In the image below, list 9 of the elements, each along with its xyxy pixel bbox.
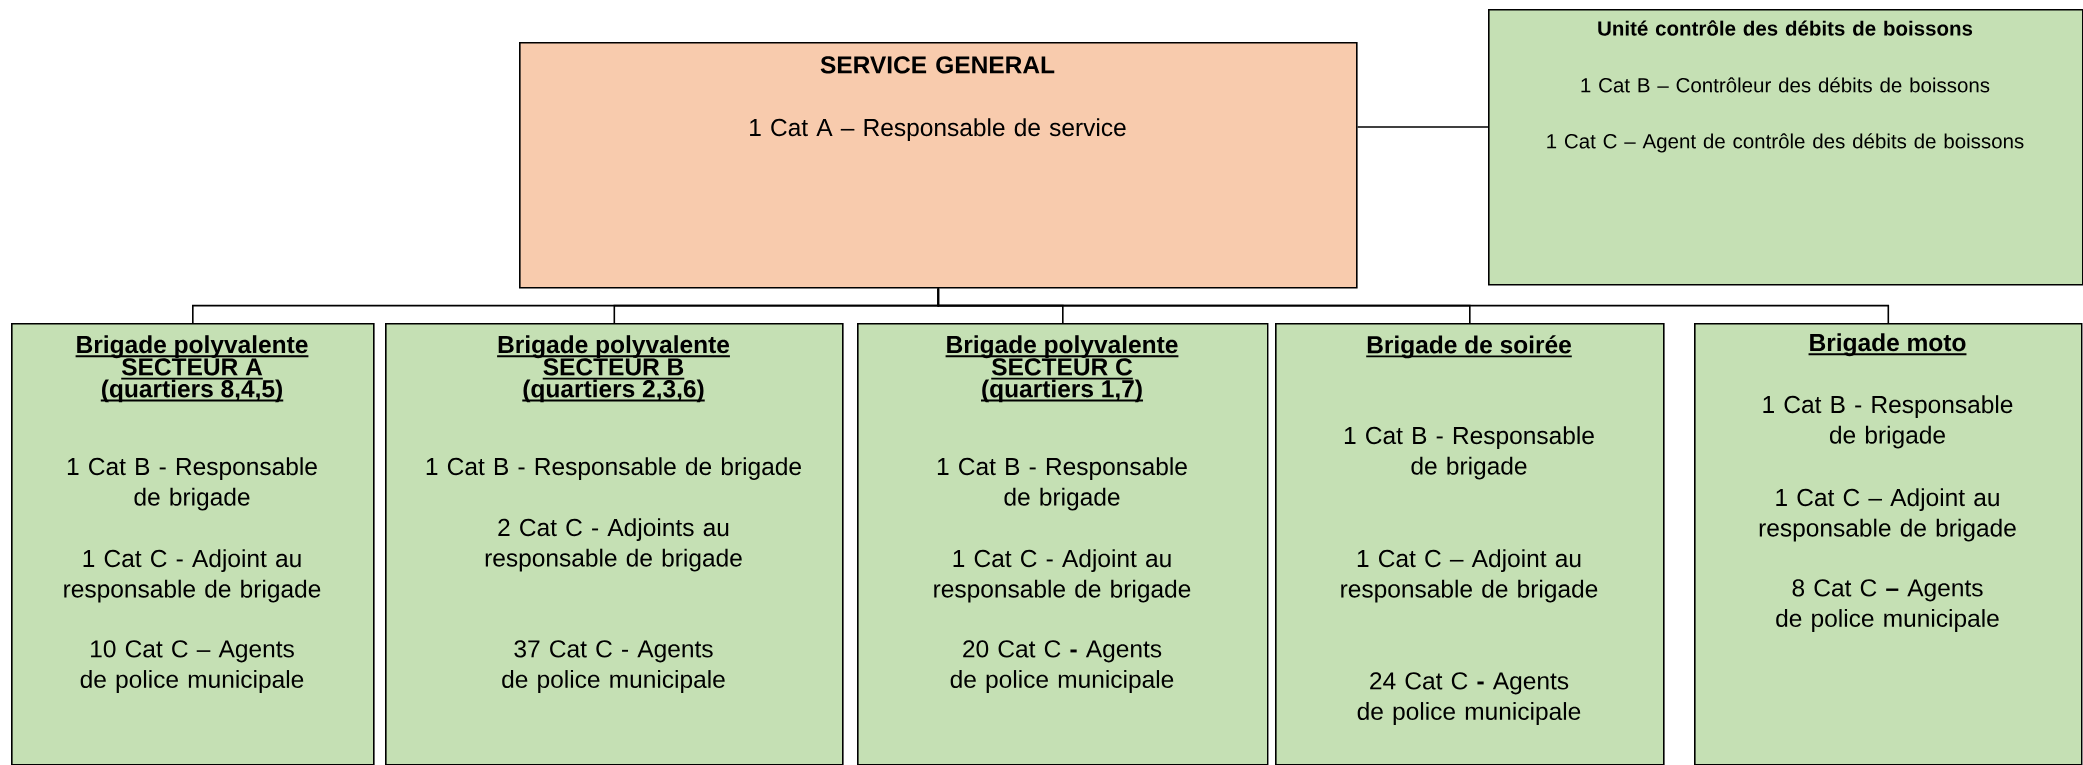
org-box: Brigade de soirée 1 Cat B - Responsable de brigade 1 Cat C – Adjoint au responsable de brigade 24 Cat C - Agents de police municipale bbox=[1275, 323, 1665, 765]
org-box: Brigade polyvalente SECTEUR C (quartiers 1,7) 1 Cat B - Responsable de brigade 1 Cat C - Adjoint au responsable de brigade 20 Cat C - Agents de police municipale bbox=[857, 323, 1269, 765]
org-box: Brigade moto 1 Cat B - Responsable de brigade 1 Cat C – Adjoint au responsable de brigade 8 Cat C – Agents de police municipale bbox=[1694, 323, 2083, 765]
org-box: Brigade polyvalente SECTEUR B (quartiers 2,3,6) 1 Cat B - Responsable de brigade 2 Cat C - Adjoints au responsable de brigade 37 Cat C - Agents de police municipale bbox=[385, 323, 844, 765]
org-box: Unité contrôle des débits de boissons 1 Cat B – Contrôleur des débits de boissons 1 Cat C – Agent de contrôle des débits de boissons bbox=[1488, 9, 2083, 286]
connector-line bbox=[1356, 126, 1489, 128]
org-box: SERVICE GENERAL 1 Cat A – Responsable de service bbox=[519, 42, 1358, 289]
connector-line bbox=[937, 287, 1890, 324]
org-box: Brigade polyvalente SECTEUR A (quartiers 8,4,5) 1 Cat B - Responsable de brigade 1 Cat C - Adjoint au responsable de brigade 10 Cat C – Agents de police municipale bbox=[11, 323, 375, 765]
